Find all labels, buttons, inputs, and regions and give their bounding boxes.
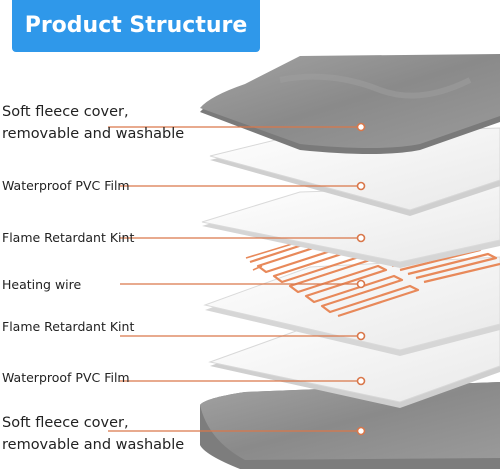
fleece-cover-top-layer (200, 54, 500, 154)
label-line: Heating wire (2, 277, 82, 292)
leader-markers (356, 122, 366, 436)
label-pvc-film-lower: Waterproof PVC Film (2, 370, 130, 386)
marker-dot-7 (356, 426, 366, 436)
label-line: Flame Retardant Kint (2, 230, 135, 245)
marker-dot-3 (356, 233, 366, 243)
label-heating-wire: Heating wire (2, 277, 81, 293)
page-title: Product Structure (12, 0, 260, 52)
label-line: Waterproof PVC Film (2, 370, 130, 385)
flame-retardant-knit-lower-layer (203, 256, 500, 356)
label-line: removable and washable (2, 126, 185, 142)
label-line: removable and washable (2, 437, 185, 453)
label-pvc-film-upper: Waterproof PVC Film (2, 178, 130, 194)
marker-dot-6 (356, 376, 366, 386)
label-fleece-cover-top: Soft fleece cover, removable and washabl… (2, 101, 184, 145)
fleece-cover-bottom-layer (200, 382, 500, 469)
leader-lines (108, 126, 360, 432)
label-line: Waterproof PVC Film (2, 178, 130, 193)
label-knit-upper: Flame Retardant Kint (2, 230, 134, 246)
label-line: Soft fleece cover, (2, 415, 129, 431)
marker-dot-4 (356, 279, 366, 289)
label-knit-lower: Flame Retardant Kint (2, 319, 134, 335)
label-line: Soft fleece cover, (2, 104, 129, 120)
label-line: Flame Retardant Kint (2, 319, 135, 334)
marker-dot-2 (356, 181, 366, 191)
label-fleece-cover-bottom: Soft fleece cover, removable and washabl… (2, 412, 184, 456)
marker-dot-1 (356, 122, 366, 132)
marker-dot-5 (356, 331, 366, 341)
